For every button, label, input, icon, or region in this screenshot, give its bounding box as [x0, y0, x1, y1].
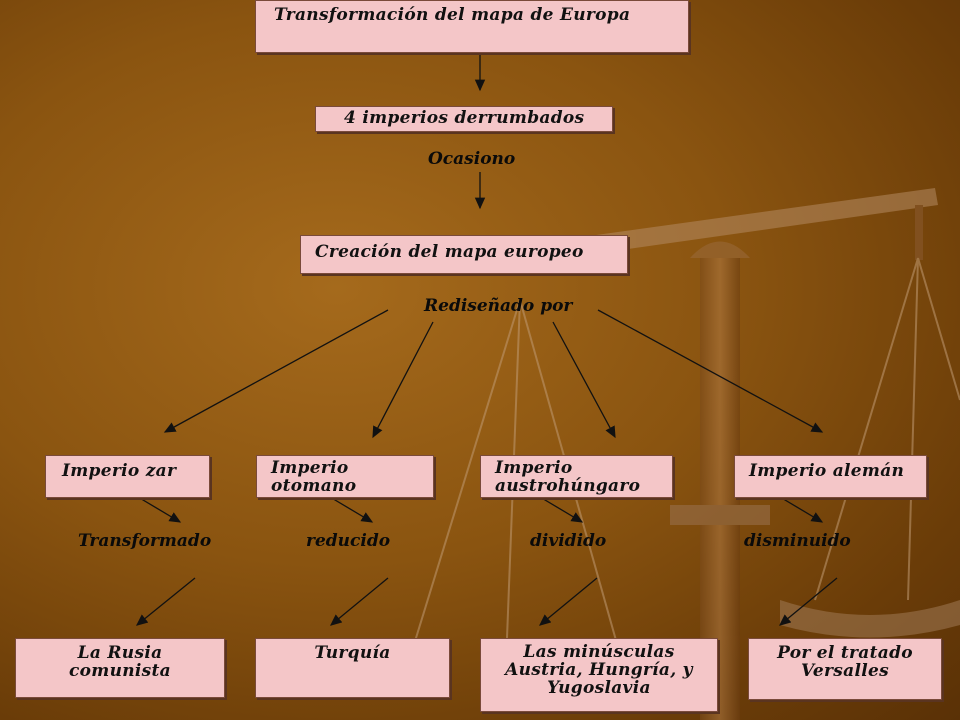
- arrow-verb-to-rusia: [135, 577, 196, 626]
- arrow-to-imperio-otomano: [372, 321, 434, 439]
- verb-reducido: reducido: [306, 531, 391, 551]
- result-box-minusculas: Las minúsculas Austria, Hungría, y Yugos…: [480, 638, 718, 712]
- result-text: La Rusia comunista: [69, 643, 171, 681]
- verb-dividido: dividido: [530, 531, 607, 551]
- arrow-verb-to-turquia: [329, 577, 389, 626]
- arrow-to-imperio-austrohungaro: [552, 321, 616, 439]
- arrow-otomano-to-verb: [329, 496, 374, 523]
- arrow-austrohungaro-to-verb: [539, 496, 584, 523]
- empire-name-text: Imperio zar: [62, 461, 177, 481]
- result-text: Por el tratado Versalles: [777, 643, 913, 681]
- result-text: Las minúsculas Austria, Hungría, y Yugos…: [505, 642, 693, 698]
- arrow-to-imperio-aleman: [597, 309, 824, 433]
- verb-disminuido: disminuido: [744, 531, 851, 551]
- result-box-rusia: La Rusia comunista: [15, 638, 225, 698]
- empires-collapsed-text: 4 imperios derrumbados: [344, 108, 585, 128]
- arrow-to-imperio-zar: [163, 309, 389, 433]
- verb-transformado: Transformado: [78, 531, 212, 551]
- title-box: Transformación del mapa de Europa: [255, 0, 689, 53]
- arrow-verb-to-minusculas: [538, 577, 598, 626]
- arrow-aleman-to-verb: [779, 496, 824, 523]
- title-text: Transformación del mapa de Europa: [274, 5, 631, 25]
- empire-name-text: Imperio otomano: [271, 458, 357, 496]
- result-box-versalles: Por el tratado Versalles: [748, 638, 942, 700]
- result-box-turquia: Turquía: [255, 638, 450, 698]
- creation-text: Creación del mapa europeo: [315, 242, 584, 262]
- arrow-verb-to-versalles: [778, 577, 838, 626]
- empires-collapsed-box: 4 imperios derrumbados: [315, 106, 613, 132]
- creation-box: Creación del mapa europeo: [300, 235, 628, 274]
- empire-name-text: Imperio austrohúngaro: [495, 458, 641, 496]
- connector-ocasiono: Ocasiono: [428, 149, 516, 169]
- empire-box-zar: Imperio zar: [45, 455, 210, 498]
- empire-name-text: Imperio alemán: [749, 461, 905, 481]
- empire-box-aleman: Imperio alemán: [734, 455, 927, 498]
- arrow-zar-to-verb: [137, 496, 182, 523]
- connector-redisenado: Rediseñado por: [424, 296, 573, 316]
- empire-box-otomano: Imperio otomano: [256, 455, 434, 498]
- result-text: Turquía: [314, 643, 391, 663]
- empire-box-austrohungaro: Imperio austrohúngaro: [480, 455, 673, 498]
